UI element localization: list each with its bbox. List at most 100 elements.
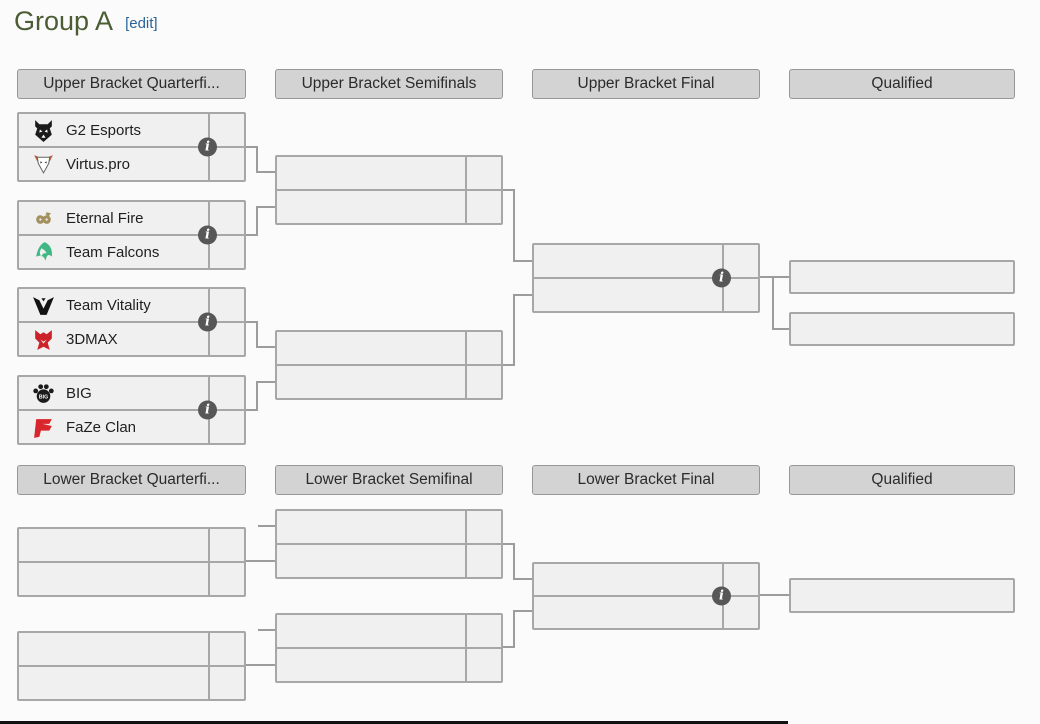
- connector-line: [256, 171, 275, 173]
- score-cell: [208, 377, 244, 409]
- team-row: BIG BIG: [19, 377, 244, 409]
- team-row-empty: [277, 647, 501, 681]
- team-row-empty: [277, 189, 501, 223]
- edit-link[interactable]: [edit]: [125, 15, 158, 32]
- team-row: 3DMAX: [19, 321, 244, 355]
- connector-line: [256, 146, 258, 173]
- connector-line: [772, 276, 774, 330]
- score-cell: [208, 633, 244, 665]
- match-ubqf4: BIG BIG FaZe Clan i: [17, 375, 246, 445]
- team-name[interactable]: Team Falcons: [66, 243, 160, 261]
- team-name[interactable]: G2 Esports: [66, 121, 142, 139]
- team-row-empty: [19, 665, 244, 699]
- score-cell: [208, 289, 244, 321]
- team-row-empty: [277, 332, 501, 364]
- group-title: Group A: [14, 6, 114, 36]
- qualified-slot-third: [789, 578, 1015, 613]
- team-name[interactable]: Eternal Fire: [66, 209, 144, 227]
- team-name[interactable]: 3DMAX: [66, 330, 118, 348]
- match-info-icon[interactable]: i: [198, 137, 217, 157]
- connector-line: [513, 189, 515, 262]
- match-ubqf1: G2 Esports Virtus.pro i: [17, 112, 246, 182]
- svg-text:BIG: BIG: [38, 394, 47, 400]
- score-cell: [208, 236, 244, 268]
- score-cell: [208, 411, 244, 443]
- header-upper-final: Upper Bracket Final: [532, 69, 760, 99]
- team-row-empty: [277, 615, 501, 647]
- team-row-empty: [19, 633, 244, 665]
- score-cell: [208, 667, 244, 699]
- qualified-slot-second: [789, 312, 1015, 346]
- match-ubsf1: [275, 155, 503, 225]
- connector-line: [246, 146, 258, 148]
- connector-line: [513, 610, 515, 648]
- score-cell: [465, 545, 501, 577]
- g2-esports-logo-icon: [30, 117, 56, 143]
- header-lower-semifinal: Lower Bracket Semifinal: [275, 465, 503, 495]
- score-cell: [722, 245, 758, 277]
- connector-line: [246, 560, 275, 562]
- team-row-empty: [277, 364, 501, 398]
- score-cell: [465, 191, 501, 223]
- team-row-empty: [534, 564, 758, 595]
- 3dmax-logo-icon: [30, 326, 56, 352]
- connector-line: [760, 276, 789, 278]
- team-row-empty: [19, 529, 244, 561]
- match-info-icon[interactable]: i: [198, 225, 217, 245]
- score-cell: [722, 279, 758, 311]
- team-row: Eternal Fire: [19, 202, 244, 234]
- score-cell: [722, 564, 758, 595]
- connector-line: [256, 206, 275, 208]
- header-lower-final: Lower Bracket Final: [532, 465, 760, 495]
- match-info-icon[interactable]: i: [198, 400, 217, 420]
- faze-clan-logo-icon: [30, 414, 56, 440]
- team-name[interactable]: FaZe Clan: [66, 418, 137, 436]
- connector-line: [513, 610, 532, 612]
- match-lbf: i: [532, 562, 760, 630]
- match-ubf: i: [532, 243, 760, 313]
- connector-line: [513, 543, 515, 580]
- team-row-empty: [19, 561, 244, 595]
- header-upper-quarterfinals: Upper Bracket Quarterfi...: [17, 69, 246, 99]
- team-falcons-logo-icon: [30, 239, 56, 265]
- connector-line: [256, 346, 275, 348]
- score-cell: [722, 597, 758, 628]
- match-info-icon[interactable]: i: [712, 268, 731, 288]
- team-row: Team Falcons: [19, 234, 244, 268]
- team-row-empty: [534, 595, 758, 628]
- team-row: Virtus.pro: [19, 146, 244, 180]
- score-cell: [465, 157, 501, 189]
- score-cell: [208, 323, 244, 355]
- window-edge-bar: [0, 721, 788, 724]
- connector-line: [513, 260, 532, 262]
- connector-line: [256, 206, 258, 236]
- header-lower-quarterfinals: Lower Bracket Quarterfi...: [17, 465, 246, 495]
- connector-line: [258, 629, 275, 631]
- score-cell: [465, 615, 501, 647]
- connector-line: [513, 294, 532, 296]
- score-cell: [465, 511, 501, 543]
- header-upper-qualified: Qualified: [789, 69, 1015, 99]
- match-info-icon[interactable]: i: [712, 586, 731, 606]
- match-info-icon[interactable]: i: [198, 312, 217, 332]
- connector-line: [772, 328, 789, 330]
- connector-line: [258, 525, 275, 527]
- team-row-empty: [277, 157, 501, 189]
- match-lbqf2: [17, 631, 246, 701]
- team-vitality-logo-icon: [30, 292, 56, 318]
- score-cell: [208, 148, 244, 180]
- team-name[interactable]: BIG: [66, 384, 92, 402]
- virtus-pro-logo-icon: [30, 151, 56, 177]
- eternal-fire-logo-icon: [30, 205, 56, 231]
- connector-line: [256, 321, 258, 348]
- connector-line: [256, 381, 275, 383]
- score-cell: [465, 649, 501, 681]
- team-name[interactable]: Team Vitality: [66, 296, 151, 314]
- score-cell: [208, 202, 244, 234]
- connector-line: [503, 364, 515, 366]
- team-row: Team Vitality: [19, 289, 244, 321]
- connector-line: [513, 578, 532, 580]
- connector-line: [503, 646, 515, 648]
- team-name[interactable]: Virtus.pro: [66, 155, 130, 173]
